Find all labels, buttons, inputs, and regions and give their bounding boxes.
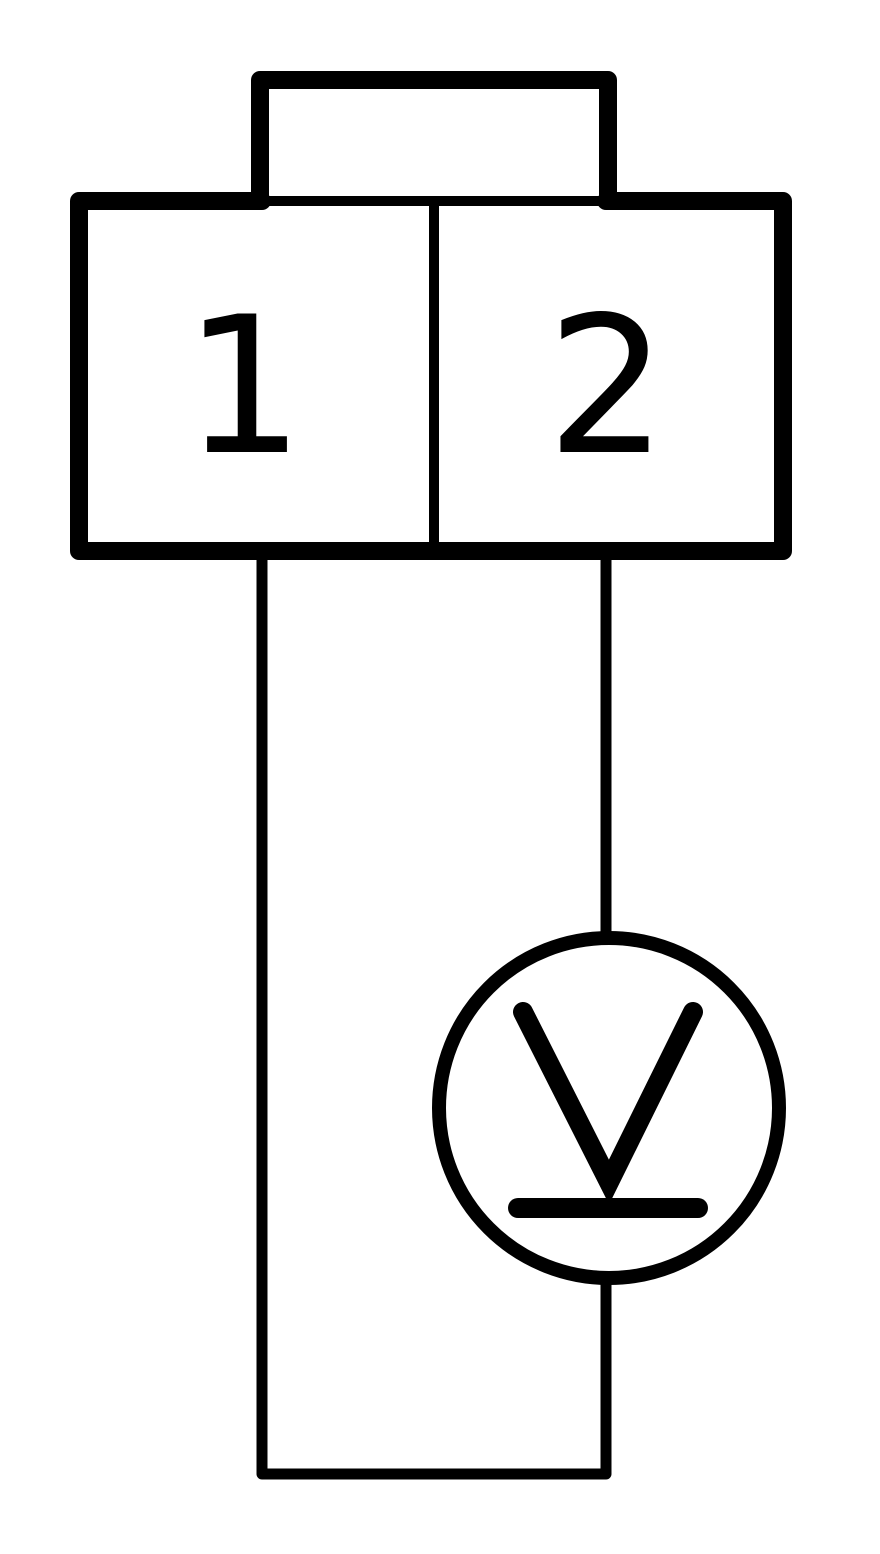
pin-2-label: 2 bbox=[547, 276, 668, 497]
voltmeter-v-symbol bbox=[513, 1002, 703, 1205]
wire-pin-1 bbox=[256, 550, 612, 1480]
voltmeter-circle bbox=[432, 931, 786, 1285]
connector-latch bbox=[251, 71, 617, 207]
voltmeter-dc-icon bbox=[432, 931, 786, 1285]
connector-body bbox=[70, 192, 792, 560]
pin-1-label: 1 bbox=[184, 276, 305, 497]
